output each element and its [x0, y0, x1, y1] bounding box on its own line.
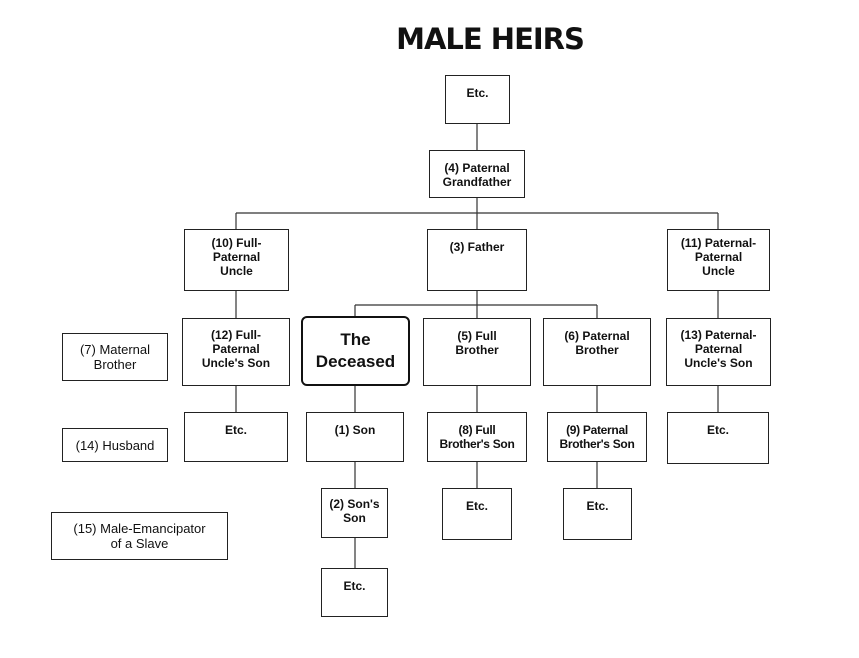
node-line: (12) Full- [211, 328, 261, 342]
node-etc-sons-son: Etc. [321, 568, 388, 617]
node-son: (1) Son [306, 412, 404, 462]
node-line: (13) Paternal- [680, 328, 757, 342]
node-line: (5) Full [457, 329, 497, 343]
node-paternal-grandfather: (4) Paternal Grandfather [429, 150, 525, 198]
node-line: Grandfather [442, 175, 512, 189]
node-line: (14) Husband [75, 437, 155, 453]
node-line: (2) Son's [329, 497, 380, 511]
node-line: The [340, 330, 371, 349]
node-paternal-paternal-uncles-son: (13) Paternal- Paternal Uncle's Son [666, 318, 771, 386]
node-line: (7) Maternal [79, 342, 151, 357]
node-line: Uncle [220, 264, 253, 278]
node-line: (6) Paternal [564, 329, 630, 343]
node-line: (3) Father [449, 240, 505, 254]
node-line: of a Slave [110, 536, 169, 551]
node-line: Uncle's Son [201, 356, 271, 370]
node-label: Etc. [466, 86, 489, 100]
node-full-paternal-uncle: (10) Full- Paternal Uncle [184, 229, 289, 291]
node-line: Brother's Son [559, 437, 635, 451]
node-husband: (14) Husband [62, 428, 168, 462]
node-line: Son [343, 511, 366, 525]
node-full-brother: (5) Full Brother [423, 318, 531, 386]
node-paternal-brothers-son: (9) Paternal Brother's Son [547, 412, 647, 462]
node-sons-son: (2) Son's Son [321, 488, 388, 538]
node-line: Brother [575, 343, 619, 357]
node-maternal-brother: (7) Maternal Brother [62, 333, 168, 381]
node-full-brothers-son: (8) Full Brother's Son [427, 412, 527, 462]
node-the-deceased: The Deceased [301, 316, 410, 386]
node-line: Brother [455, 343, 499, 357]
node-etc-full-brothers-son: Etc. [442, 488, 512, 540]
node-line: (15) Male-Emancipator [73, 521, 206, 536]
node-paternal-brother: (6) Paternal Brother [543, 318, 651, 386]
node-line: Paternal [212, 342, 260, 356]
node-line: Deceased [315, 352, 396, 371]
node-full-paternal-uncles-son: (12) Full- Paternal Uncle's Son [182, 318, 290, 386]
node-line: Paternal [694, 342, 743, 356]
node-label: Etc. [465, 499, 488, 513]
node-line: (9) Paternal [566, 423, 628, 437]
node-label: Etc. [706, 423, 729, 437]
node-line: (8) Full [458, 423, 496, 437]
node-line: Brother's Son [439, 437, 515, 451]
node-line: Uncle [702, 264, 735, 278]
node-father: (3) Father [427, 229, 527, 291]
node-label: Etc. [224, 423, 247, 437]
node-label: Etc. [343, 579, 366, 593]
node-line: Brother [93, 357, 137, 372]
node-line: Paternal [694, 250, 743, 264]
node-top-etc: Etc. [445, 75, 510, 124]
node-line: (4) Paternal [444, 161, 510, 175]
node-etc-paternal-brothers-son: Etc. [563, 488, 632, 540]
node-line: (10) Full- [211, 236, 262, 250]
node-line: (1) Son [334, 423, 376, 437]
node-etc-pp-uncles-son: Etc. [667, 412, 769, 464]
node-line: Uncle's Son [684, 356, 753, 370]
page-title: MALE HEIRS [396, 22, 585, 56]
node-label: Etc. [586, 499, 609, 513]
node-paternal-paternal-uncle: (11) Paternal- Paternal Uncle [667, 229, 770, 291]
node-line: (11) Paternal- [680, 236, 757, 250]
node-etc-uncles-son: Etc. [184, 412, 288, 462]
node-line: Paternal [212, 250, 261, 264]
node-male-emancipator: (15) Male-Emancipator of a Slave [51, 512, 228, 560]
